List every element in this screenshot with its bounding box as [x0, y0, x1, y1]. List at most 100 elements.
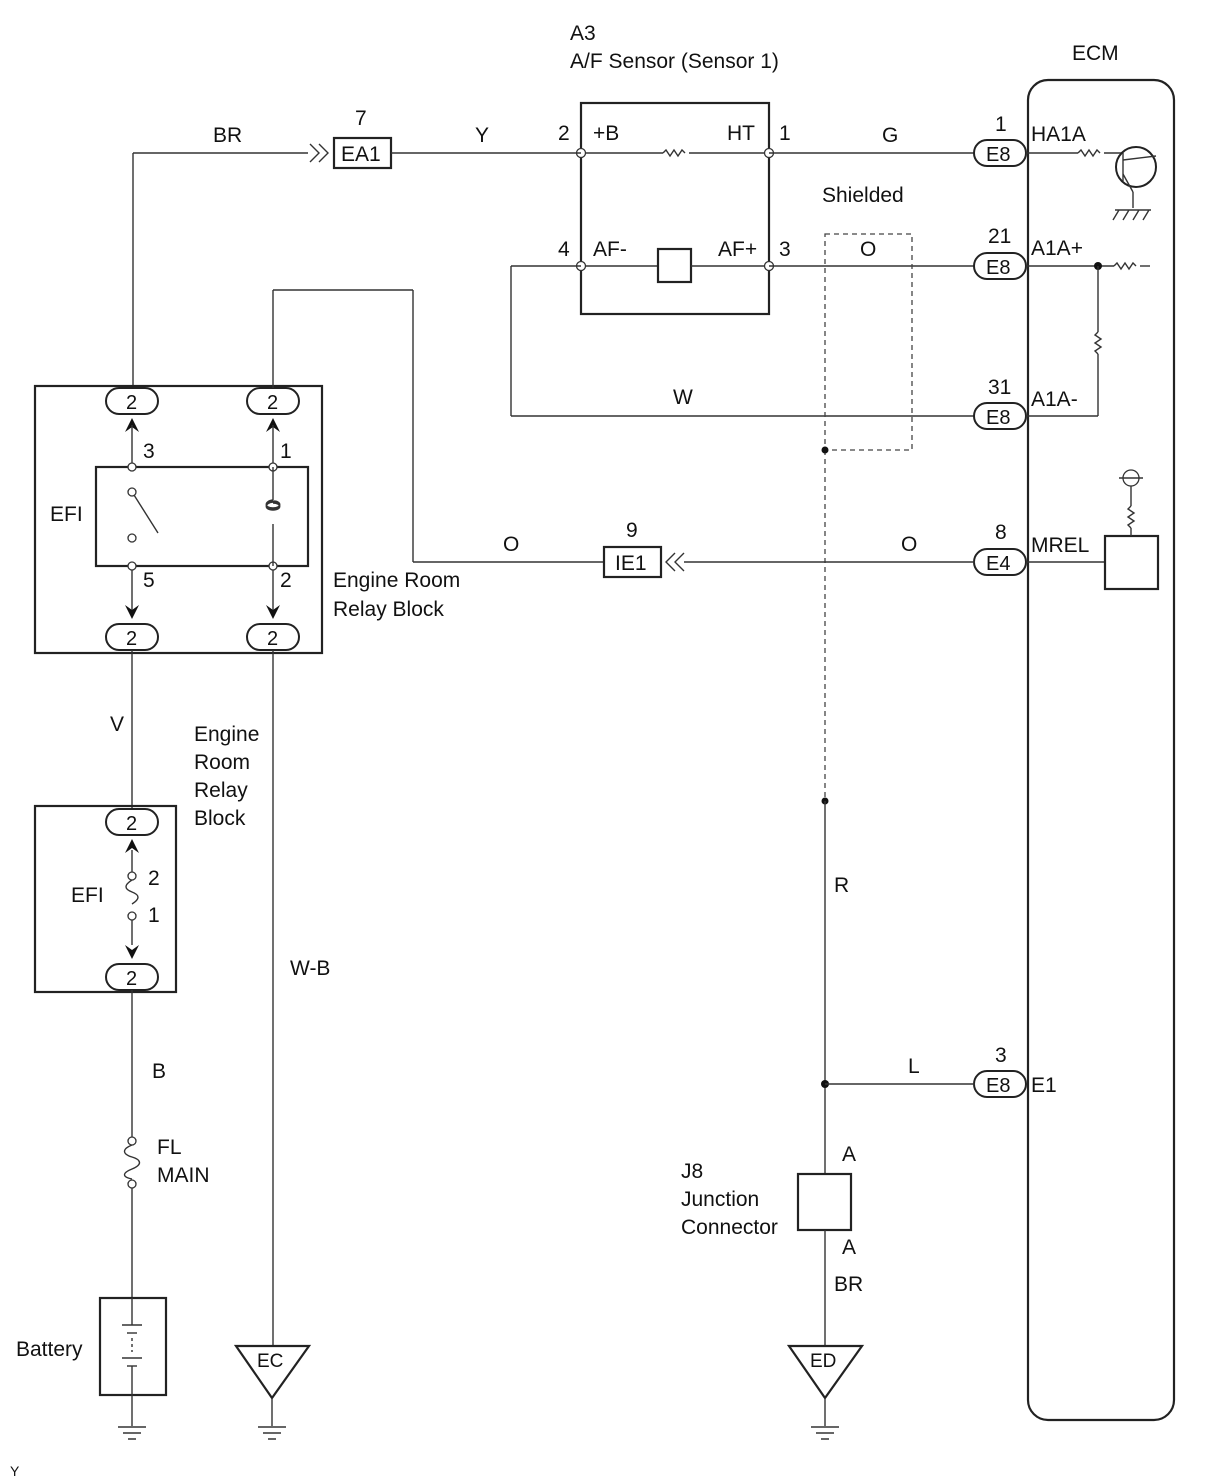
sensor-pin-2: 2 [558, 122, 570, 145]
ea1-label: EA1 [341, 143, 381, 166]
sensor-terminal-ht: HT [727, 122, 755, 145]
wire-label-g: G [882, 124, 898, 147]
wire-label-wb: W-B [290, 957, 330, 980]
wire-label-br-bottom: BR [834, 1273, 863, 1296]
sensor-terminal-plus-b: +B [593, 122, 619, 145]
wires-top: BR EA1 7 Y G O W Shielded [132, 107, 975, 805]
fuse-arrow-top [125, 839, 139, 853]
wire-label-l: L [908, 1055, 920, 1078]
relay-pill-bottom-right-label: 2 [267, 628, 278, 650]
footer-mark: Y [10, 1463, 20, 1479]
ecm-label-e1: E1 [1031, 1074, 1057, 1097]
ea1-pin: 7 [355, 107, 367, 130]
fuse-block: V EFI Engine Room Relay Block 2 2 2 1 [33, 650, 259, 994]
relay-coil-symbol [265, 499, 281, 511]
wire-label-b: B [152, 1060, 166, 1083]
wire-label-br-top: BR [213, 124, 242, 147]
ec-ground-icon [258, 1426, 286, 1440]
ed-ground-triangle [786, 1344, 865, 1400]
ed-ground-icon [811, 1426, 839, 1440]
fuse-block-label-3: Relay [194, 779, 248, 802]
fl-main-label-1: FL [157, 1136, 182, 1159]
fuse-pin-2: 2 [148, 867, 160, 890]
fuse-block-box [33, 804, 178, 994]
fuse-pill-top-label: 2 [126, 813, 137, 835]
j8-pin-bottom: A [842, 1236, 856, 1259]
efi-fuse-symbol [125, 879, 139, 905]
fuse-efi-label: EFI [71, 884, 104, 907]
fuse-block-label-2: Room [194, 751, 250, 774]
sensing-element [656, 247, 693, 284]
j8-label-3: Connector [681, 1216, 778, 1239]
ecm-internals [1026, 146, 1160, 591]
j8-label-1: J8 [681, 1160, 703, 1183]
battery-label: Battery [16, 1338, 83, 1361]
fl-main-fusible-link-symbol [123, 1144, 141, 1180]
efi-relay-inner [94, 465, 310, 568]
relay-pill-top-right-label: 2 [267, 392, 278, 414]
fl-main-label-2: MAIN [157, 1164, 210, 1187]
relay-arrow-bl [125, 605, 139, 619]
heater-resistor-symbol [662, 148, 686, 158]
wire-label-o-right: O [901, 533, 917, 556]
ecm-label-mrel: MREL [1031, 534, 1089, 557]
ecm-pin-mrel: 8 [995, 521, 1007, 544]
ecm-conn-e1: E8 [986, 1075, 1010, 1097]
wire-label-w: W [673, 386, 693, 409]
relay-pin-3: 3 [143, 440, 155, 463]
sensor-terminal-af-minus: AF- [593, 238, 627, 261]
sensor-name: A/F Sensor (Sensor 1) [570, 50, 779, 73]
ie1-chevron [665, 552, 685, 572]
fuse-pin-1: 1 [148, 904, 160, 927]
wires-middle: O IE1 9 O W-B [272, 289, 975, 1346]
relay-arrow-br [266, 605, 280, 619]
ecm-label-a1a-plus: A1A+ [1031, 237, 1083, 260]
ecm-conn-ha1a: E8 [986, 144, 1010, 166]
relay-pin-5: 5 [143, 569, 155, 592]
ecm-conn-a1a-minus: E8 [986, 407, 1010, 429]
battery-ground-icon [118, 1426, 146, 1440]
ecm-pin-e1: 3 [995, 1044, 1007, 1067]
battery-circuit: B FL MAIN Battery [16, 990, 210, 1440]
ie1-connector [602, 545, 663, 579]
sensor-pin-3: 3 [779, 238, 791, 261]
ecm-label-ha1a: HA1A [1031, 123, 1086, 146]
mrel-resistor-symbol [1126, 505, 1136, 529]
sensor-ref: A3 [570, 22, 596, 45]
fuse-pill-bottom-label: 2 [126, 968, 137, 990]
fuse-block-label-4: Block [194, 807, 246, 830]
ecm-label-a1a-minus: A1A- [1031, 388, 1078, 411]
relay-block-label-line2: Relay Block [333, 598, 444, 621]
ed-ground-label: ED [810, 1351, 836, 1372]
relay-block: EFI Engine Room Relay Block 2 2 2 2 [33, 384, 460, 655]
ecm-pin-a1a-minus: 31 [988, 376, 1011, 399]
j8-pin-top: A [842, 1143, 856, 1166]
ecm-box [1026, 78, 1176, 1422]
ea1-chevron [309, 143, 329, 163]
sensor-pin-1: 1 [779, 122, 791, 145]
wire-label-v: V [110, 713, 124, 736]
relay-pin-2: 2 [280, 569, 292, 592]
fuse-block-label-1: Engine [194, 723, 259, 746]
ecm-conn-mrel: E4 [986, 553, 1010, 575]
wire-label-o-shield: O [860, 238, 876, 261]
ec-ground: EC [233, 1344, 312, 1440]
wire-label-y: Y [475, 124, 489, 147]
ecm-connectors: E8 1 HA1A E8 21 A1A+ E8 31 A1A- E4 8 MRE… [973, 113, 1089, 1098]
a1a-bridge-resistor-symbol [1093, 331, 1103, 355]
relay-pill-top-left [105, 387, 159, 415]
ie1-label: IE1 [615, 552, 647, 575]
relay-switch-contact [133, 494, 159, 534]
sensor-pin-4: 4 [558, 238, 570, 261]
ha1a-transistor-symbol [1115, 146, 1157, 188]
ecm-conn-a1a-plus: E8 [986, 257, 1010, 279]
relay-block-box [33, 384, 324, 655]
shield-label: Shielded [822, 184, 904, 207]
ecm-title: ECM [1072, 42, 1119, 65]
ecm-pin-a1a-plus: 21 [988, 225, 1011, 248]
mrel-driver-box [1103, 534, 1160, 591]
battery-box [98, 1296, 168, 1397]
fuse-arrow-bottom [125, 945, 139, 959]
ground-circuit: R L A A J8 Junction Connector BR ED [681, 801, 975, 1440]
